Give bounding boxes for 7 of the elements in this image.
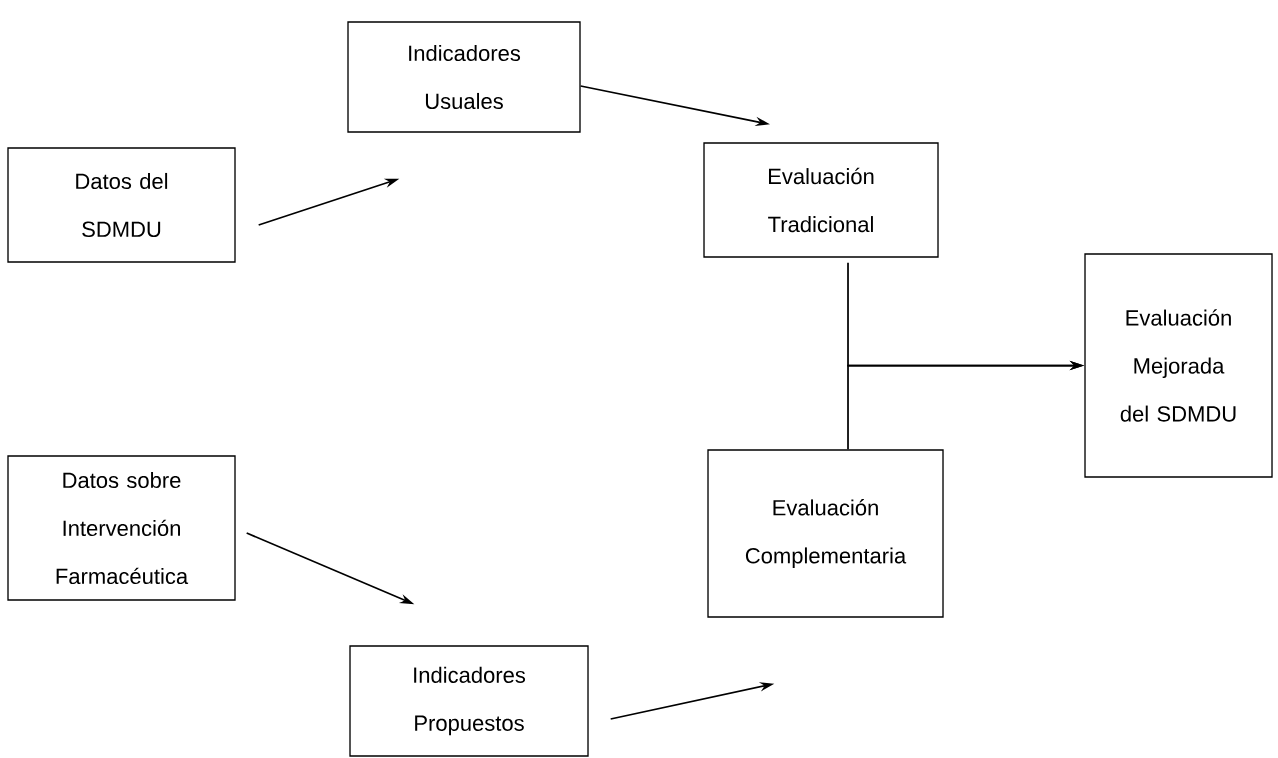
process-box: Evaluación Mejorada del SDMDU <box>1084 253 1273 478</box>
process-box: Evaluación Tradicional <box>703 142 939 258</box>
process-box: Datos sobre Intervención Farmacéutica <box>7 455 236 601</box>
process-box: Indicadores Usuales <box>347 21 581 133</box>
process-box: Datos del SDMDU <box>7 147 236 263</box>
process-box: Evaluación Complementaria <box>707 449 944 618</box>
process-box: Indicadores Propuestos <box>349 645 589 757</box>
